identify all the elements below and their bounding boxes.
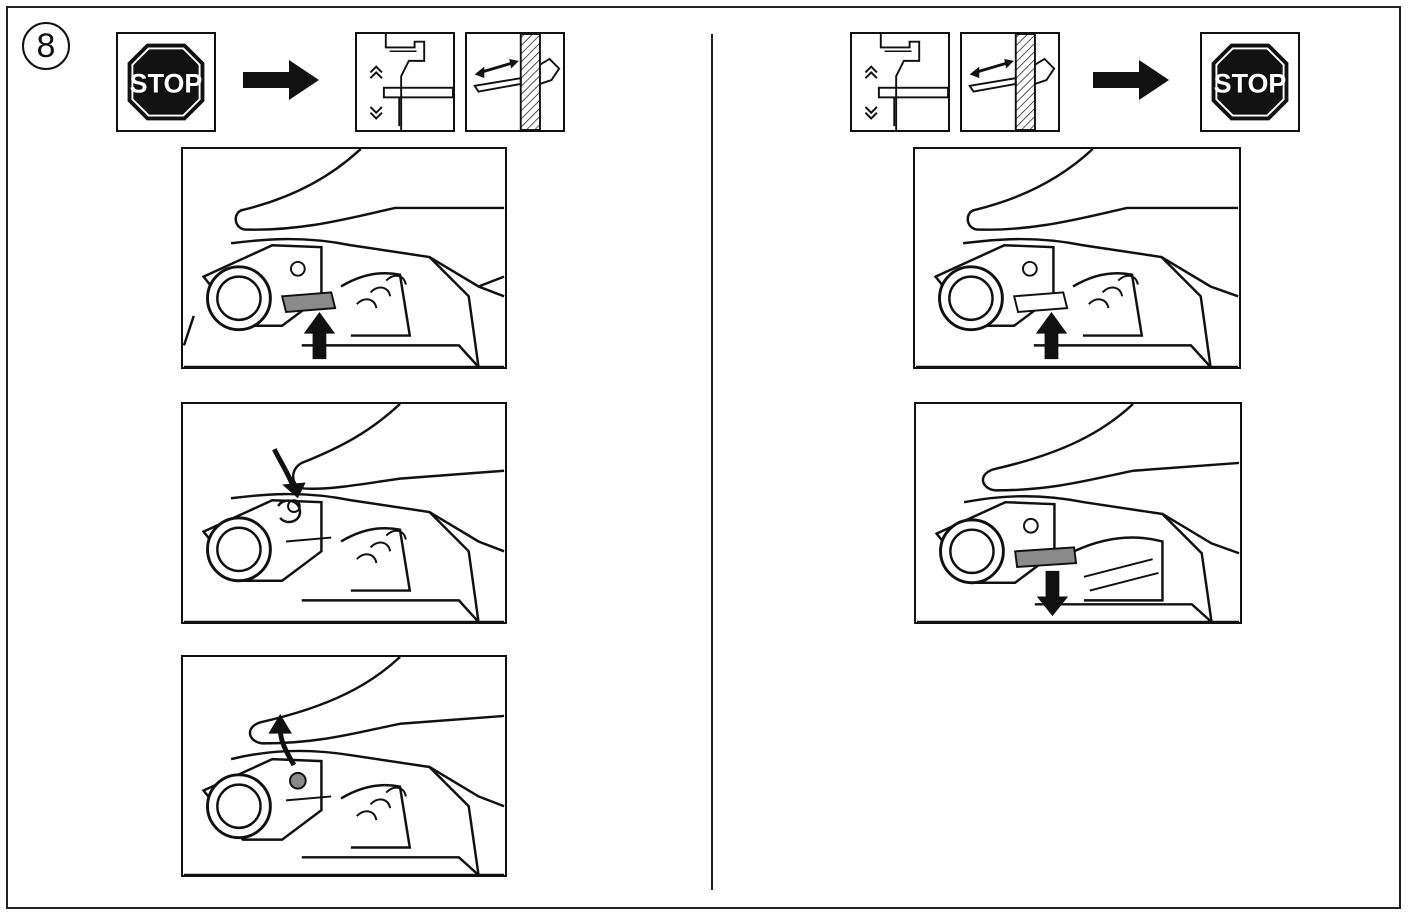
illustration-lift-lever [181,147,507,369]
stop-sign-icon: STOP [127,43,205,121]
depth-adjust-box-right [960,32,1060,132]
right-arrow-icon [243,60,319,100]
right-arrow-icon [1093,60,1169,100]
stop-sign-label: STOP [1214,69,1287,99]
stop-sign-label: STOP [130,69,203,99]
page-frame [6,6,1401,909]
height-adjust-box-left [355,32,455,132]
height-adjust-icon [369,34,453,130]
stop-sign-box-right: STOP [1200,32,1300,132]
step-number-badge: 8 [22,22,70,70]
center-divider [711,34,713,890]
depth-adjust-box-left [465,32,565,132]
depth-adjust-icon [473,34,561,130]
illustration-press-button [181,402,507,624]
height-adjust-icon [864,34,948,130]
illustration-lower-lever-right [914,402,1242,624]
height-adjust-box-right [850,32,950,132]
stop-sign-box-left: STOP [116,32,216,132]
illustration-lift-lever-right [913,147,1241,369]
stop-sign-icon: STOP [1211,43,1289,121]
depth-adjust-icon [968,34,1056,130]
illustration-release-button [181,655,507,877]
